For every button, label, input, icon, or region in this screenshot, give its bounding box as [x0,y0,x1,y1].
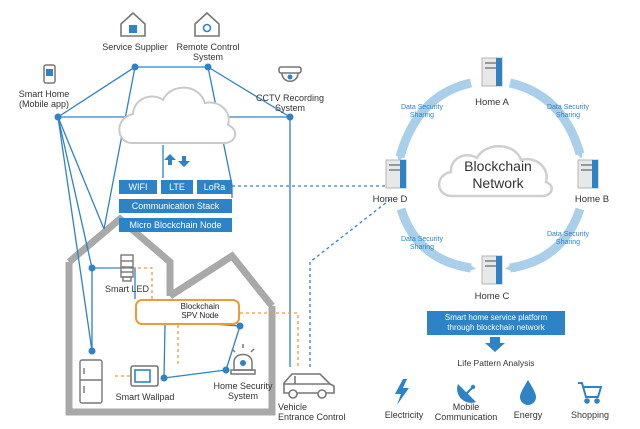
blockchain-ring [395,78,585,273]
cctv-label-line1: CCTV Recording [255,93,325,103]
electricity-label: Electricity [384,410,424,420]
vehicle-label-line1: Vehicle [278,402,308,412]
remote-control-label: Remote Control System [170,42,246,62]
lte-badge: LTE [161,180,193,194]
smart-home-label-line1: Smart Home [18,89,70,99]
spv-node-label: Blockchain SPV Node [162,302,238,320]
dashed-links [115,185,393,377]
data-sharing-label-topright: Data Security Sharing [541,104,595,120]
home-security-label: Home Security System [206,381,280,401]
service-supplier-label: Service Supplier [102,42,168,52]
spv-label-line1: Blockchain [180,302,220,311]
refrigerator-icon [79,359,103,404]
network-lines [57,66,291,379]
home-a-label: Home A [475,97,509,108]
water-drop-icon [520,380,536,405]
blockchain-network-title: Blockchain Network [448,158,548,192]
sharing-line2: Sharing [555,239,581,246]
platform-line1: Smart home service platform [444,313,548,322]
vehicle-entrance-label: Vehicle Entrance Control [278,402,362,422]
satellite-dish-icon [457,384,476,403]
remote-control-label-line2: System [192,52,223,62]
sharing-line2: Sharing [409,112,435,119]
mobile-communication-label: Mobile Communication [427,402,505,422]
home-d-label: Home D [372,194,408,205]
shopping-label: Shopping [570,410,610,420]
life-pattern-label: Life Pattern Analysis [457,358,535,368]
smart-home-label-line2: (Mobile app) [18,99,70,109]
mobile-line1: Mobile [452,402,480,412]
smart-wallpad-label: Smart Wallpad [115,392,175,402]
sharing-line1: Data Security [400,104,444,111]
blockchain-title-line1: Blockchain [464,158,532,174]
sharing-line1: Data Security [400,236,444,243]
service-platform-box: Smart home service platform through bloc… [427,311,565,335]
wifi-badge: WIFI [119,180,157,194]
remote-control-label-line1: Remote Control [176,42,240,52]
data-sharing-label-bottomright: Data Security Sharing [541,231,595,247]
server-home-b-icon [577,159,599,189]
data-sharing-label-bottomleft: Data Security Sharing [395,236,449,252]
smart-led-label: Smart LED [104,284,149,294]
energy-label: Energy [513,410,543,420]
cctv-camera-icon [278,66,302,83]
server-home-d-icon [385,159,407,189]
cloud-icon [118,86,237,144]
service-supplier-icon [120,11,146,37]
spv-node-box [135,299,240,325]
wallpad-icon [130,365,159,387]
sharing-line1: Data Security [546,104,590,111]
sharing-line2: Sharing [409,244,435,251]
down-arrow-icon [485,337,505,352]
remote-control-icon [194,11,220,37]
platform-line2: through blockchain network [447,323,545,332]
lora-badge: LoRa [197,180,232,194]
cctv-label: CCTV Recording System [250,93,330,113]
home-c-label: Home C [474,291,510,302]
shopping-cart-icon [578,382,603,404]
security-siren-icon [230,344,256,375]
home-security-label-line1: Home Security [213,381,273,391]
network-nodes [54,63,294,382]
smart-led-icon [120,254,134,282]
house-outline [65,214,276,416]
home-b-label: Home B [574,194,610,205]
smartphone-icon [43,64,56,84]
communication-stack-box: Communication Stack [119,199,232,213]
server-home-a-icon [481,57,503,87]
vehicle-label-line2: Entrance Control [278,412,346,422]
mobile-line2: Communication [434,412,498,422]
car-icon [283,373,335,399]
data-sharing-label-topleft: Data Security Sharing [395,104,449,120]
up-down-arrows-icon [164,154,190,167]
blockchain-title-line2: Network [472,175,524,191]
smart-home-label: Smart Home (Mobile app) [14,89,74,109]
sharing-line1: Data Security [546,231,590,238]
blockchain-cloud-icon [437,145,554,198]
spv-label-line2: SPV Node [181,311,219,320]
cctv-label-line2: System [274,103,305,113]
electricity-icon [395,379,409,405]
server-home-c-icon [481,255,503,285]
sharing-line2: Sharing [555,112,581,119]
home-security-label-line2: System [227,391,258,401]
micro-blockchain-node-box: Micro Blockchain Node [119,218,232,232]
